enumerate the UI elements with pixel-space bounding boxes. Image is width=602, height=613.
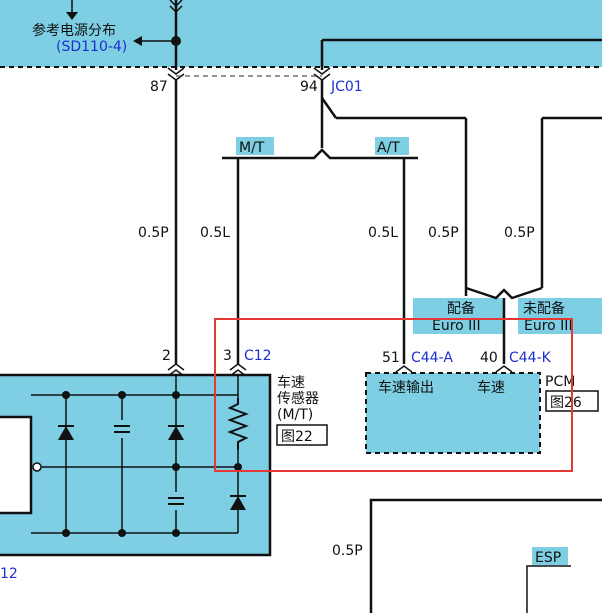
jc01-feed	[320, 38, 602, 70]
connector-c44k: C44-K	[509, 350, 552, 366]
wire-right-feed	[540, 116, 602, 288]
ref-arrow-down	[66, 0, 78, 20]
pin-3: 3	[223, 348, 232, 364]
pcm-input-label: 车速	[477, 379, 505, 396]
esp-module	[369, 498, 602, 613]
pcm-module	[365, 372, 541, 454]
option-mt: M/T	[239, 140, 265, 156]
option-esp: ESP	[535, 550, 561, 566]
pin-51: 51	[382, 350, 400, 366]
diode-icon-3	[230, 495, 246, 510]
pin-40-connector	[495, 365, 513, 373]
wire-label-2: 0.5L	[200, 225, 230, 241]
capacitor-icon-2	[166, 492, 186, 510]
pcm-fig-ref: 图26	[550, 395, 582, 411]
sensor-fig-box	[276, 424, 328, 446]
connector-c12: C12	[244, 348, 272, 364]
option-euro3-b: Euro III	[524, 318, 573, 334]
wire-label-6: 0.5P	[332, 543, 363, 559]
diode-icon-2	[168, 425, 184, 440]
option-at: A/T	[377, 140, 400, 156]
pcm-name: PCM	[545, 374, 575, 390]
power-distribution-block	[0, 0, 602, 68]
ref-code: (SD110-4)	[56, 39, 127, 55]
option-equipped: 配备	[447, 300, 475, 317]
wire-label-5: 0.5P	[504, 225, 535, 241]
mt-label-box	[236, 137, 274, 155]
pin-87: 87	[150, 79, 168, 95]
option-euro3-a: Euro III	[432, 318, 481, 334]
euro-option-junction	[413, 286, 602, 364]
connector-jc01: JC01	[330, 79, 363, 95]
speed-sensor-module	[0, 373, 272, 557]
capacitor-icon	[112, 420, 132, 438]
connector-c12-bottom: 12	[0, 566, 18, 582]
diode-icon	[58, 425, 74, 440]
sensor-name-line2: 传感器	[277, 390, 319, 407]
wire-label-3: 0.5L	[368, 225, 398, 241]
sensor-name-line1: 车速	[277, 374, 305, 391]
pin-51-connector	[395, 365, 413, 373]
ref-label: 参考电源分布	[32, 22, 116, 39]
highlight-box	[214, 318, 573, 472]
pin-40: 40	[480, 350, 498, 366]
wire-94-branch	[222, 80, 468, 364]
top-feed-arrows-icon	[133, 0, 183, 70]
pin-2: 2	[162, 348, 171, 364]
resistor-icon	[226, 398, 250, 450]
pcm-output-label: 车速输出	[378, 379, 434, 396]
connector-c44a: C44-A	[411, 350, 453, 366]
sensor-fig-ref: 图22	[281, 429, 313, 445]
pin-94: 94	[300, 79, 318, 95]
option-not-equipped: 未配备	[523, 300, 565, 317]
wire-label-4: 0.5P	[428, 225, 459, 241]
wire-label-1: 0.5P	[138, 225, 169, 241]
at-label-box	[375, 137, 409, 155]
sensor-name-line3: (M/T)	[277, 407, 313, 423]
